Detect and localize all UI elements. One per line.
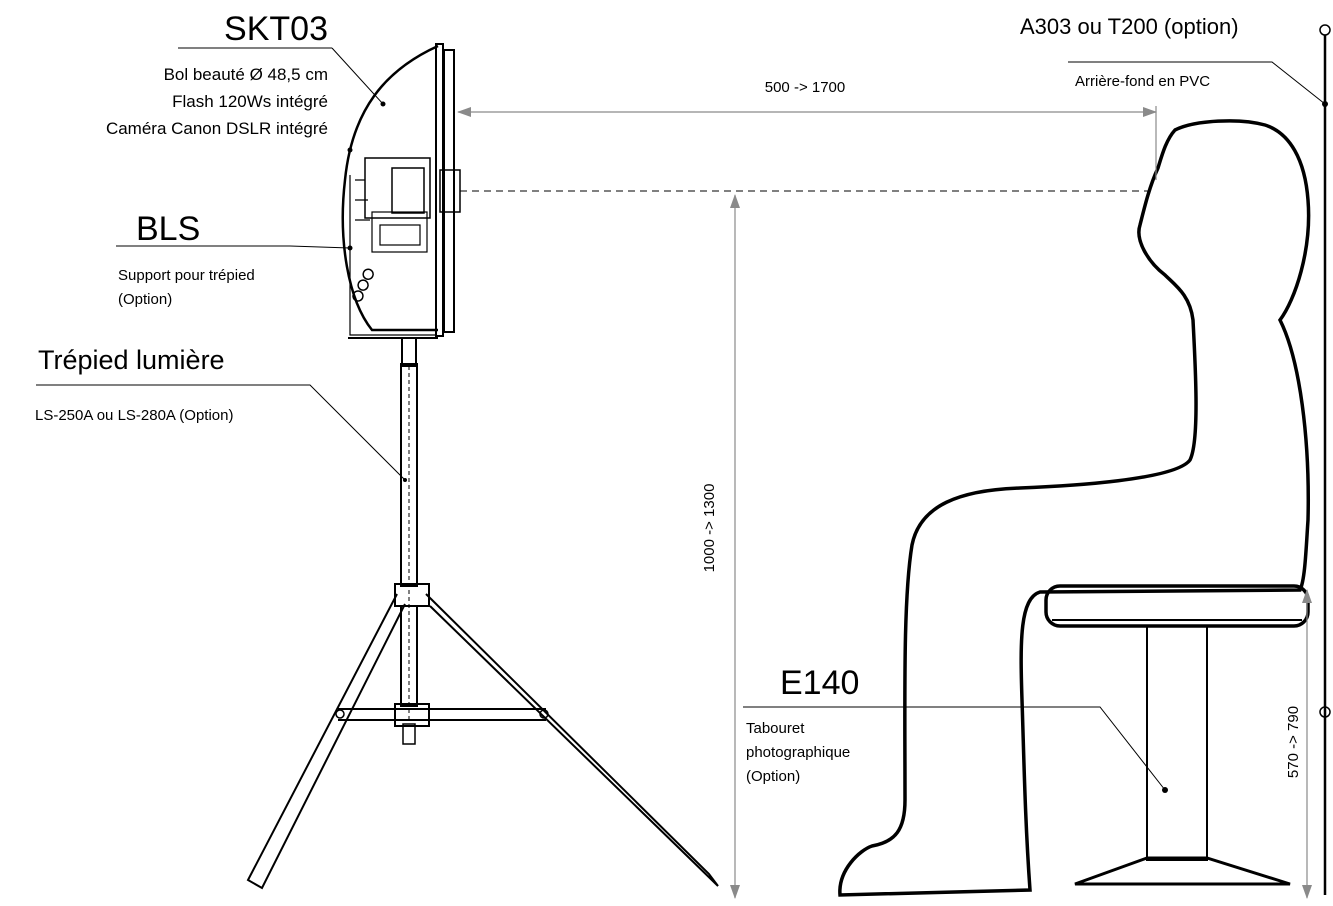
e140-line2: photographique bbox=[746, 744, 850, 761]
seat-height-value: 570 -> 790 bbox=[1285, 706, 1302, 778]
label-background: A303 ou T200 (option) Arrière-fond en PV… bbox=[1020, 14, 1326, 105]
distance-value: 500 -> 1700 bbox=[765, 79, 846, 96]
skt03-line1: Bol beauté Ø 48,5 cm bbox=[164, 65, 328, 84]
dimension-distance: 500 -> 1700 bbox=[457, 79, 1157, 180]
light-tripod bbox=[246, 337, 719, 890]
background-title: A303 ou T200 (option) bbox=[1020, 14, 1239, 39]
label-tripod: Trépied lumière LS-250A ou LS-280A (Opti… bbox=[35, 345, 407, 482]
skt03-line3: Caméra Canon DSLR intégré bbox=[106, 119, 328, 138]
background-stand bbox=[1319, 24, 1331, 895]
bls-line1: Support pour trépied bbox=[118, 267, 255, 284]
e140-line1: Tabouret bbox=[746, 720, 805, 737]
e140-line3: (Option) bbox=[746, 768, 800, 785]
bls-title: BLS bbox=[136, 210, 200, 248]
height-value: 1000 -> 1300 bbox=[701, 484, 718, 573]
seated-person-silhouette bbox=[838, 119, 1311, 897]
tripod-line1: LS-250A ou LS-280A (Option) bbox=[35, 407, 233, 424]
dimension-seat-height: 570 -> 790 bbox=[1285, 589, 1312, 899]
tripod-title: Trépied lumière bbox=[38, 345, 225, 375]
e140-title: E140 bbox=[780, 664, 859, 702]
label-bls: BLS Support pour trépied (Option) bbox=[116, 210, 351, 308]
background-line1: Arrière-fond en PVC bbox=[1075, 73, 1210, 90]
stool-e140 bbox=[1044, 584, 1310, 886]
skt03-beauty-dish bbox=[341, 43, 461, 339]
skt03-title: SKT03 bbox=[224, 10, 328, 48]
label-e140: E140 Tabouret photographique (Option) bbox=[743, 664, 1168, 793]
bls-line2: (Option) bbox=[118, 291, 172, 308]
dimension-camera-height: 1000 -> 1300 bbox=[701, 194, 740, 899]
label-skt03: SKT03 Bol beauté Ø 48,5 cm Flash 120Ws i… bbox=[106, 10, 384, 138]
skt03-line2: Flash 120Ws intégré bbox=[172, 92, 328, 111]
